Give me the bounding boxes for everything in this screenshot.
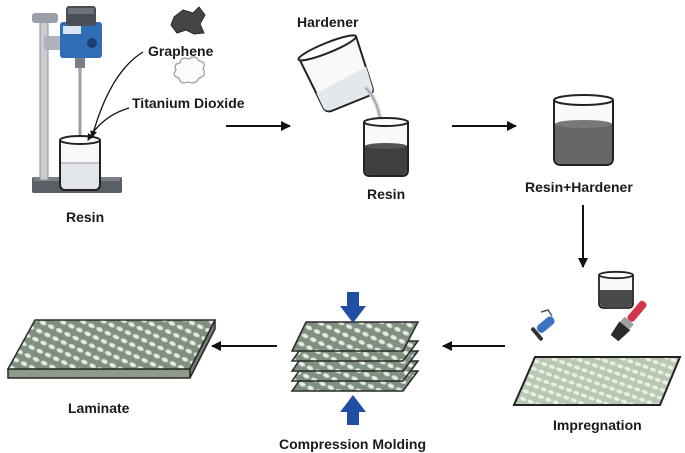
label-resin-hardener: Resin+Hardener xyxy=(525,179,633,195)
stirrer-beaker-icon xyxy=(59,135,101,191)
label-impregnation: Impregnation xyxy=(553,417,642,433)
label-graphene: Graphene xyxy=(148,43,214,59)
paint-roller-icon xyxy=(530,309,555,341)
laminate-sheet-icon xyxy=(6,319,217,379)
graphene-to-beaker-arrow xyxy=(90,51,144,138)
label-compression-molding: Compression Molding xyxy=(279,436,426,452)
label-titanium-dioxide: Titanium Dioxide xyxy=(132,95,245,111)
fabric-sheet-icon xyxy=(512,356,682,406)
compression-stack-icon xyxy=(290,321,420,392)
mixture-beaker-icon xyxy=(553,94,614,166)
press-arrow-top-icon xyxy=(340,292,366,323)
tio2-to-beaker-arrow xyxy=(87,107,130,141)
label-resin-stirrer: Resin xyxy=(66,209,105,225)
titanium-dioxide-cloud-icon xyxy=(173,56,205,84)
pouring-beaker-icon xyxy=(297,34,374,113)
press-arrow-bottom-icon xyxy=(340,395,366,425)
paint-brush-icon xyxy=(610,300,647,342)
label-hardener: Hardener xyxy=(297,14,359,30)
label-laminate: Laminate xyxy=(68,400,130,416)
small-beaker-icon xyxy=(598,270,634,309)
graphene-flake-icon xyxy=(170,6,206,35)
resin-beaker-icon xyxy=(363,117,409,177)
label-resin-beaker: Resin xyxy=(367,186,406,202)
